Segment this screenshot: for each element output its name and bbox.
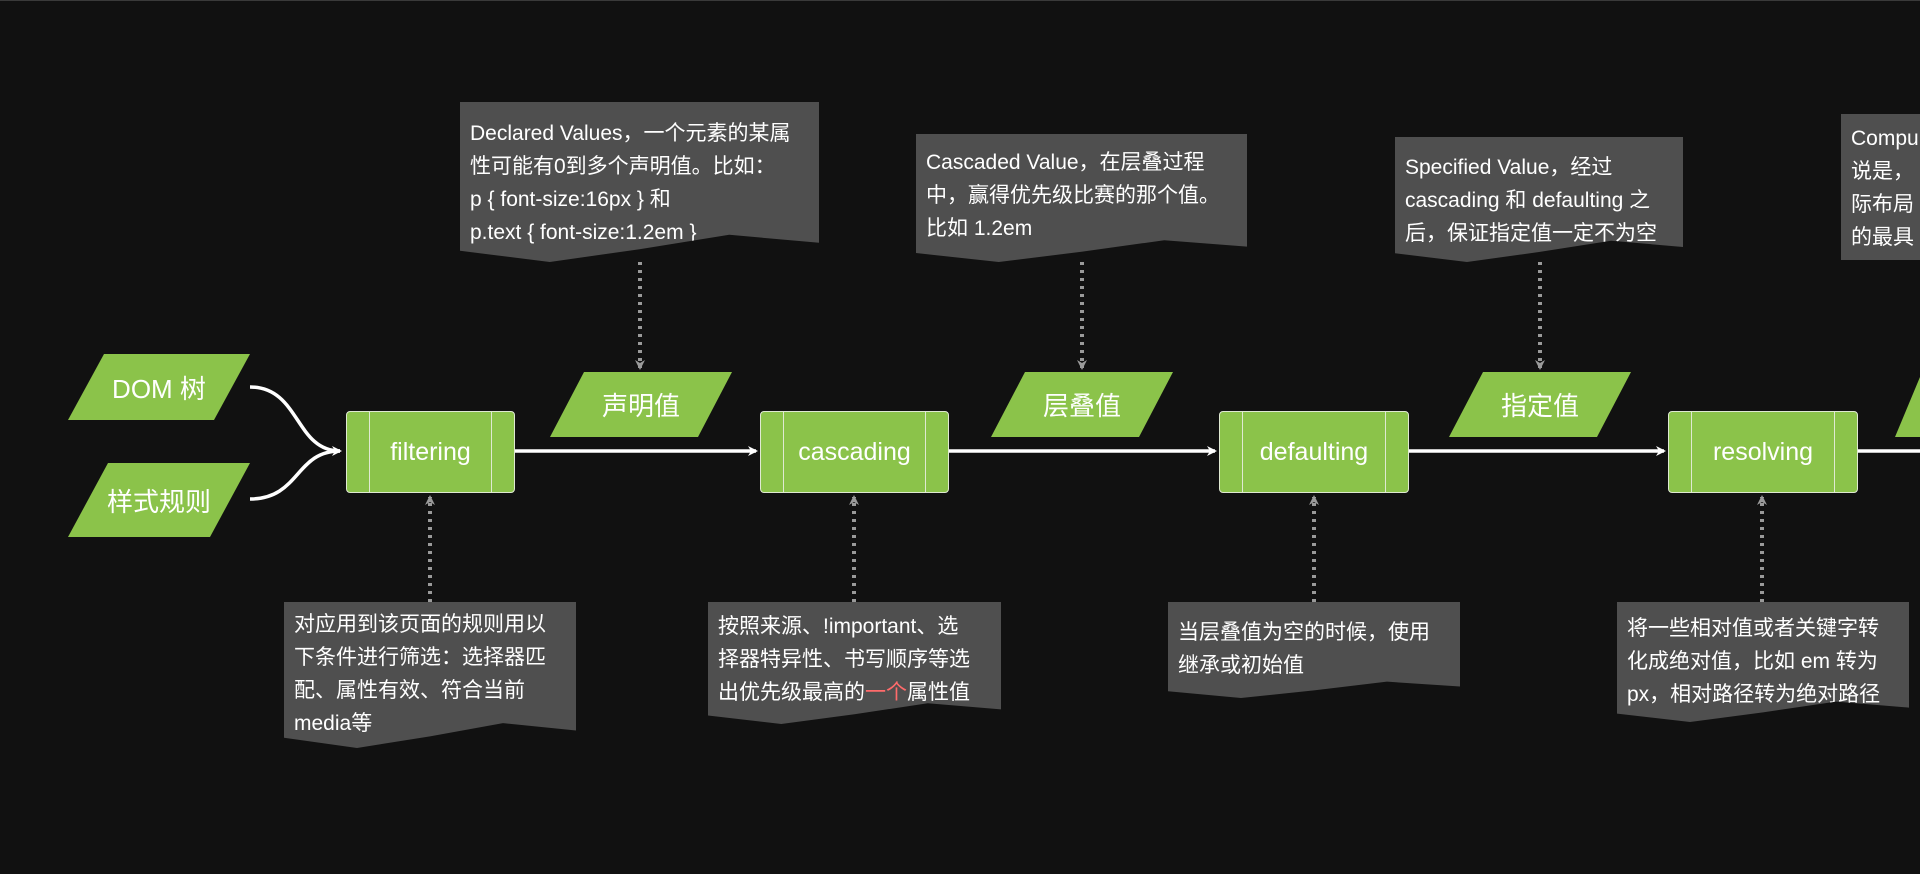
note-line: 的最具 — [1851, 226, 1914, 249]
note-line: 比如 1.2em — [926, 217, 1033, 240]
dom-tree-input: DOM 树 — [68, 354, 250, 420]
defaulting-note: 当层叠值为空的时候，使用 继承或初始值 — [1168, 602, 1460, 698]
highlight-text: 一个 — [865, 681, 907, 704]
note-line: 际布局 — [1851, 193, 1914, 216]
resolving-process: resolving — [1668, 411, 1858, 493]
cascaded-value-label: 层叠值 — [1042, 391, 1121, 421]
note-line: p.text { font-size:1.2em } — [470, 221, 697, 244]
note-line: 说是， — [1851, 160, 1914, 183]
merge-curve-style — [249, 449, 341, 501]
parallelogram-shape — [68, 463, 250, 537]
cascading-process: cascading — [760, 411, 949, 493]
next-value-partial-shape — [1895, 377, 1920, 437]
parallelogram-shape — [68, 354, 250, 420]
computed-value-note-partial: Compu 说是， 际布局 的最具 — [1841, 114, 1920, 260]
note-line: 对应用到该页面的规则用以 — [294, 613, 546, 636]
resolving-note: 将一些相对值或者关键字转 化成绝对值，比如 em 转为 px，相对路径转为绝对路… — [1617, 602, 1909, 722]
note-line: p { font-size:16px } 和 — [470, 188, 671, 211]
parallelogram-shape — [550, 372, 732, 437]
specified-value: 指定值 — [1449, 372, 1631, 437]
note-line: 将一些相对值或者关键字转 — [1627, 617, 1879, 640]
declared-values-note: Declared Values，一个元素的某属 性可能有0到多个声明值。比如： … — [460, 102, 819, 262]
note-line: 当层叠值为空的时候，使用 — [1178, 621, 1430, 644]
defaulting-process: defaulting — [1219, 411, 1409, 493]
note-line: 继承或初始值 — [1178, 654, 1304, 677]
note-line: 择器特异性、书写顺序等选 — [718, 648, 970, 671]
style-rules-input: 样式规则 — [68, 463, 250, 537]
note-text: 出优先级最高的 — [718, 681, 865, 704]
note-line: 中，赢得优先级比赛的那个值。 — [926, 184, 1220, 207]
declared-value: 声明值 — [550, 372, 732, 437]
note-line: Cascaded Value，在层叠过程 — [926, 151, 1205, 174]
dom-tree-label: DOM 树 — [112, 373, 206, 404]
note-line: Declared Values，一个元素的某属 — [470, 122, 791, 145]
specified-value-label: 指定值 — [1500, 391, 1579, 421]
note-line: 配、属性有效、符合当前 — [294, 679, 525, 702]
note-line: 后，保证指定值一定不为空 — [1405, 222, 1657, 245]
note-line: media等 — [294, 712, 373, 735]
note-line: Specified Value，经过 — [1405, 156, 1613, 179]
note-line: Compu — [1851, 127, 1919, 150]
parallelogram-shape — [1449, 372, 1631, 437]
note-line: 下条件进行筛选：选择器匹 — [294, 646, 546, 669]
note-text: 属性值 — [907, 681, 970, 704]
note-line: cascading 和 defaulting 之 — [1405, 189, 1651, 212]
cascaded-value-note: Cascaded Value，在层叠过程 中，赢得优先级比赛的那个值。 比如 1… — [916, 134, 1247, 262]
top-border — [0, 0, 1920, 1]
note-line: 性可能有0到多个声明值。比如： — [470, 155, 776, 178]
declared-value-label: 声明值 — [601, 391, 680, 421]
note-line: 化成绝对值，比如 em 转为 — [1627, 650, 1878, 673]
style-rules-label: 样式规则 — [106, 486, 211, 517]
cascading-note: 按照来源、!important、选 择器特异性、书写顺序等选 出优先级最高的一个… — [708, 602, 1001, 724]
filtering-note: 对应用到该页面的规则用以 下条件进行筛选：选择器匹 配、属性有效、符合当前 me… — [284, 602, 576, 748]
note-line: 按照来源、!important、选 — [718, 615, 959, 638]
parallelogram-shape — [991, 372, 1173, 437]
filtering-process: filtering — [346, 411, 515, 493]
merge-curve-dom — [249, 385, 342, 456]
cascaded-value: 层叠值 — [991, 372, 1173, 437]
note-line: 出优先级最高的一个属性值 — [718, 676, 991, 709]
note-line: px，相对路径转为绝对路径 — [1627, 683, 1881, 706]
specified-value-note: Specified Value，经过 cascading 和 defaultin… — [1395, 137, 1683, 262]
